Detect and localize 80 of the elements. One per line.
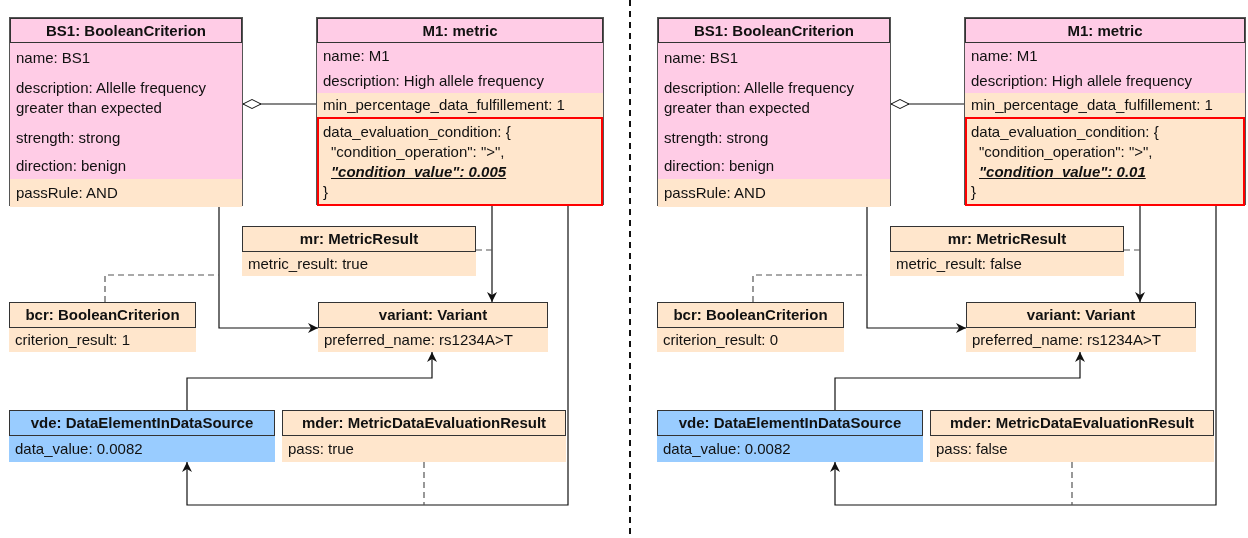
arrow	[182, 204, 569, 506]
object-box	[318, 302, 548, 352]
attribute-row: passRule: AND	[658, 179, 890, 207]
object-box	[964, 17, 1246, 205]
attribute-row: description: High allele frequency	[317, 69, 603, 93]
object-header: variant: Variant	[318, 302, 548, 328]
object-header: bcr: BooleanCriterion	[657, 302, 844, 328]
attribute-row: pass: true	[282, 436, 566, 462]
arrow	[186, 351, 437, 411]
attribute-row: description: High allele frequency	[965, 69, 1245, 93]
attribute-row: preferred_name: rs1234A>T	[966, 328, 1196, 352]
attribute-row: data_value: 0.0082	[657, 436, 923, 462]
object-box	[316, 17, 604, 205]
object-header: mr: MetricResult	[890, 226, 1124, 252]
attribute-row: preferred_name: rs1234A>T	[318, 328, 548, 352]
object-box	[657, 410, 923, 462]
condition-line: data_evaluation_condition: {	[323, 122, 512, 142]
attribute-row: strength: strong	[10, 123, 242, 153]
condition-line: }	[323, 182, 329, 202]
attribute-row: direction: benign	[658, 153, 890, 179]
condition-line: "condition_operation": ">",	[978, 142, 1154, 162]
object-header: vde: DataElementInDataSource	[9, 410, 275, 436]
object-header: BS1: BooleanCriterion	[658, 18, 890, 43]
attribute-row: min_percentage_data_fulfillement: 1	[965, 93, 1245, 117]
attribute-row: pass: false	[930, 436, 1214, 462]
object-box	[966, 302, 1196, 352]
attribute-row: description: Allelle frequency greater than expected	[10, 73, 242, 123]
object-box	[9, 410, 275, 462]
attribute-row: direction: benign	[10, 153, 242, 179]
condition-line: "condition_value": 0.01	[978, 162, 1147, 182]
object-box	[930, 410, 1214, 462]
arrow	[834, 351, 1085, 411]
arrow	[830, 204, 1217, 506]
object-box	[890, 226, 1124, 276]
object-box	[282, 410, 566, 462]
attribute-row: metric_result: false	[890, 252, 1124, 276]
object-header: mder: MetricDataEvaluationResult	[930, 410, 1214, 436]
attribute-row: description: Allelle frequency greater than expected	[658, 73, 890, 123]
condition-line: "condition_operation": ">",	[330, 142, 506, 162]
object-header: mder: MetricDataEvaluationResult	[282, 410, 566, 436]
object-box	[242, 226, 476, 276]
object-box	[9, 17, 243, 206]
condition-line: }	[971, 182, 977, 202]
attribute-row: name: M1	[317, 43, 603, 69]
condition-box	[317, 117, 603, 206]
attribute-row: metric_result: true	[242, 252, 476, 276]
attribute-row: name: M1	[965, 43, 1245, 69]
dashed-connector	[752, 274, 868, 303]
condition-box	[965, 117, 1245, 206]
aggregation-line	[890, 99, 965, 109]
arrow	[487, 204, 497, 303]
condition-line: "condition_value": 0.005	[330, 162, 508, 182]
attribute-row: name: BS1	[10, 43, 242, 73]
attribute-row: name: BS1	[658, 43, 890, 73]
object-header: M1: metric	[317, 18, 603, 43]
object-box	[9, 302, 196, 352]
dashed-connector	[1123, 249, 1141, 251]
attribute-row: data_value: 0.0082	[9, 436, 275, 462]
dashed-connector	[423, 461, 425, 506]
aggregation-line	[242, 99, 317, 109]
object-box	[657, 17, 891, 206]
dashed-connector	[475, 249, 493, 251]
object-header: BS1: BooleanCriterion	[10, 18, 242, 43]
arrow	[218, 205, 319, 333]
object-header: mr: MetricResult	[242, 226, 476, 252]
arrow	[1135, 204, 1145, 303]
object-header: vde: DataElementInDataSource	[657, 410, 923, 436]
attribute-row: criterion_result: 1	[9, 328, 196, 352]
arrow	[866, 205, 967, 333]
attribute-row: strength: strong	[658, 123, 890, 153]
object-box	[657, 302, 844, 352]
dashed-connector	[104, 274, 220, 303]
object-header: variant: Variant	[966, 302, 1196, 328]
condition-line: data_evaluation_condition: {	[971, 122, 1160, 142]
attribute-row: passRule: AND	[10, 179, 242, 207]
attribute-row: min_percentage_data_fulfillement: 1	[317, 93, 603, 117]
attribute-row: criterion_result: 0	[657, 328, 844, 352]
dashed-connector	[1071, 461, 1073, 506]
object-header: M1: metric	[965, 18, 1245, 43]
object-header: bcr: BooleanCriterion	[9, 302, 196, 328]
